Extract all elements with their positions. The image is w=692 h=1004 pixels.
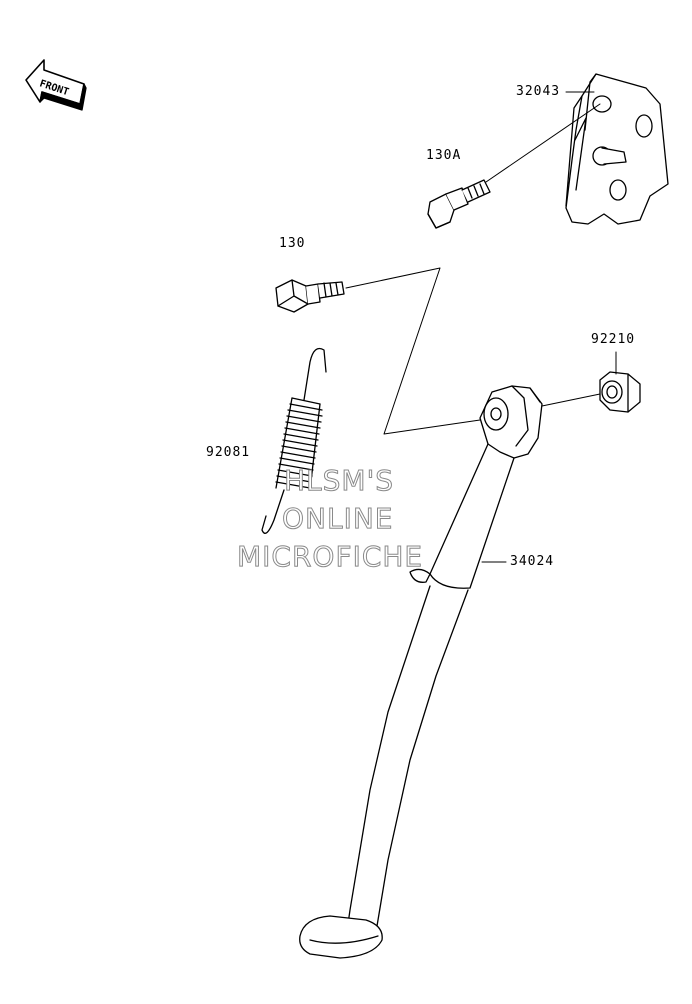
front-arrow-icon: FRONT xyxy=(25,59,87,111)
part-label-92210[interactable]: 92210 xyxy=(591,332,636,347)
part-label-130[interactable]: 130 xyxy=(279,236,306,251)
bolt-130 xyxy=(275,279,345,313)
bolt-130a xyxy=(427,179,491,229)
part-label-34024[interactable]: 34024 xyxy=(510,554,555,569)
side-stand-34024 xyxy=(299,385,543,959)
part-label-92081[interactable]: 92081 xyxy=(206,445,251,460)
watermark-line-3: MICROFICHE xyxy=(236,540,424,574)
leader-lines xyxy=(345,91,617,563)
nut-92210 xyxy=(599,371,641,413)
watermark-line-1: HLSM'S xyxy=(283,464,395,498)
spring-92081 xyxy=(261,347,327,534)
watermark-line-2: ONLINE xyxy=(281,502,394,536)
part-label-32043[interactable]: 32043 xyxy=(516,84,561,99)
part-label-130a[interactable]: 130A xyxy=(426,148,462,163)
bracket-32043 xyxy=(565,73,669,225)
